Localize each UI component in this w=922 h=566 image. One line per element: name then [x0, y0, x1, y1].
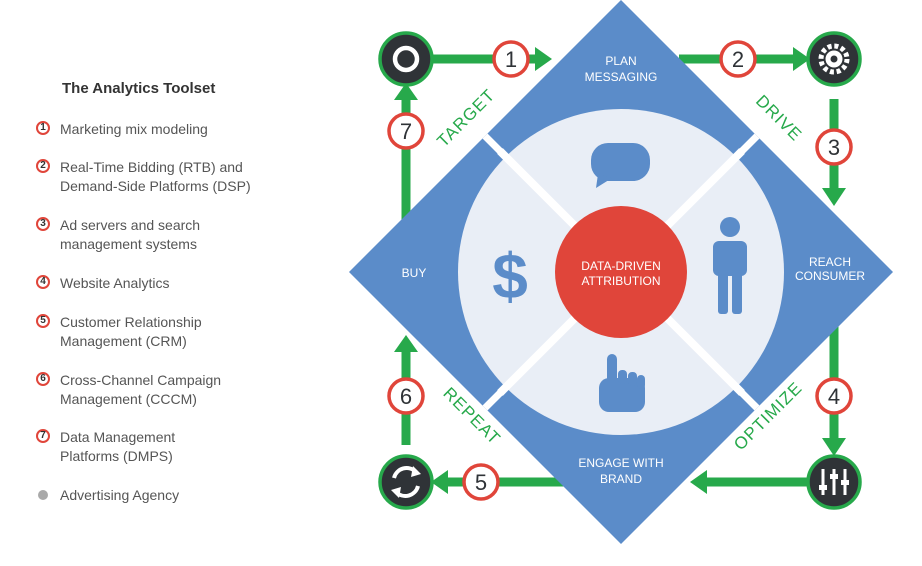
step-badge-2: 2 — [719, 40, 757, 78]
dollar-icon: $ — [492, 240, 528, 312]
step-number-1: 1 — [505, 47, 517, 72]
legend-item-3: 3 Ad servers and search management syste… — [36, 216, 336, 254]
legend-text-7: Data Management Platforms (DMPS) — [60, 429, 176, 464]
step-badge-1: 1 — [492, 40, 530, 78]
arrowhead-up-8 — [394, 83, 418, 100]
legend-text-1: Marketing mix modeling — [60, 121, 208, 137]
arrowhead-up-7 — [394, 335, 418, 352]
arrowhead-right-2 — [793, 47, 810, 71]
legend-item-agency: Advertising Agency — [36, 486, 336, 505]
section-top-line1: PLAN — [605, 54, 636, 68]
arrowhead-down-3 — [822, 188, 846, 206]
green-arrowheads — [394, 47, 846, 494]
person-icon — [713, 217, 747, 314]
step-badge-6: 6 — [387, 377, 425, 415]
legend-badge-2: 2 — [36, 159, 50, 173]
speech-bubble-icon — [591, 143, 650, 188]
target-icon — [378, 31, 434, 87]
legend-item-2: 2 Real-Time Bidding (RTB) and Demand-Sid… — [36, 158, 336, 196]
legend-item-7: 7 Data Management Platforms (DMPS) — [36, 428, 336, 466]
legend-item-1: 1 Marketing mix modeling — [36, 120, 336, 139]
diamond-quadrants — [349, 0, 893, 544]
legend-text-5: Customer Relationship Management (CRM) — [60, 314, 202, 349]
legend-text-6: Cross-Channel Campaign Management (CCCM) — [60, 372, 222, 407]
center-circle — [555, 206, 687, 338]
center-line2: ATTRIBUTION — [581, 274, 660, 288]
cycle-icon — [378, 454, 434, 510]
step-number-6: 6 — [400, 384, 412, 409]
section-right-line1: REACH — [809, 255, 851, 269]
sliders-icon — [806, 454, 862, 510]
agency-dot-icon — [38, 490, 48, 500]
arrowhead-left-6 — [431, 470, 448, 494]
step-number-4: 4 — [828, 384, 840, 409]
legend-text-4: Website Analytics — [60, 275, 170, 291]
legend-title: The Analytics Toolset — [62, 80, 216, 97]
arrowhead-left-5 — [690, 470, 707, 494]
legend-text-3: Ad servers and search management systems — [60, 217, 201, 252]
arrowhead-down-4 — [822, 438, 846, 456]
green-connector-lines — [401, 54, 839, 487]
step-number-5: 5 — [475, 470, 487, 495]
legend-item-4: 4 Website Analytics — [36, 274, 336, 293]
arrowhead-right-1 — [535, 47, 552, 71]
step-number-2: 2 — [732, 47, 744, 72]
step-number-7: 7 — [400, 119, 412, 144]
legend-badge-7: 7 — [36, 429, 50, 443]
step-badge-5: 5 — [462, 463, 500, 501]
legend-badge-6: 6 — [36, 372, 50, 386]
legend-text-agency: Advertising Agency — [60, 487, 180, 503]
step-badges: 1 2 3 4 5 6 7 — [387, 40, 853, 501]
legend-item-5: 5 Customer Relationship Management (CRM) — [36, 313, 336, 351]
legend-text-2: Real-Time Bidding (RTB) and Demand-Side … — [60, 159, 251, 194]
legend-item-6: 6 Cross-Channel Campaign Management (CCC… — [36, 371, 336, 409]
stage-label-drive: DRIVE — [752, 91, 806, 145]
section-left-line1: BUY — [402, 266, 427, 280]
legend-badge-1: 1 — [36, 121, 50, 135]
center-line1: DATA-DRIVEN — [581, 259, 661, 273]
step-number-3: 3 — [828, 135, 840, 160]
legend-badge-3: 3 — [36, 217, 50, 231]
section-bottom-line2: BRAND — [600, 472, 642, 486]
step-badge-3: 3 — [815, 128, 853, 166]
section-bottom-line1: ENGAGE WITH — [578, 456, 663, 470]
legend-badge-5: 5 — [36, 314, 50, 328]
legend-badge-4: 4 — [36, 275, 50, 289]
analytics-toolset-legend: The Analytics Toolset 1 Marketing mix mo… — [0, 0, 340, 566]
step-badge-4: 4 — [815, 377, 853, 415]
section-top-line2: MESSAGING — [585, 70, 658, 84]
pointing-hand-icon — [599, 354, 645, 412]
step-badge-7: 7 — [387, 112, 425, 150]
section-right-line2: CONSUMER — [795, 269, 865, 283]
gear-icon — [806, 31, 862, 87]
